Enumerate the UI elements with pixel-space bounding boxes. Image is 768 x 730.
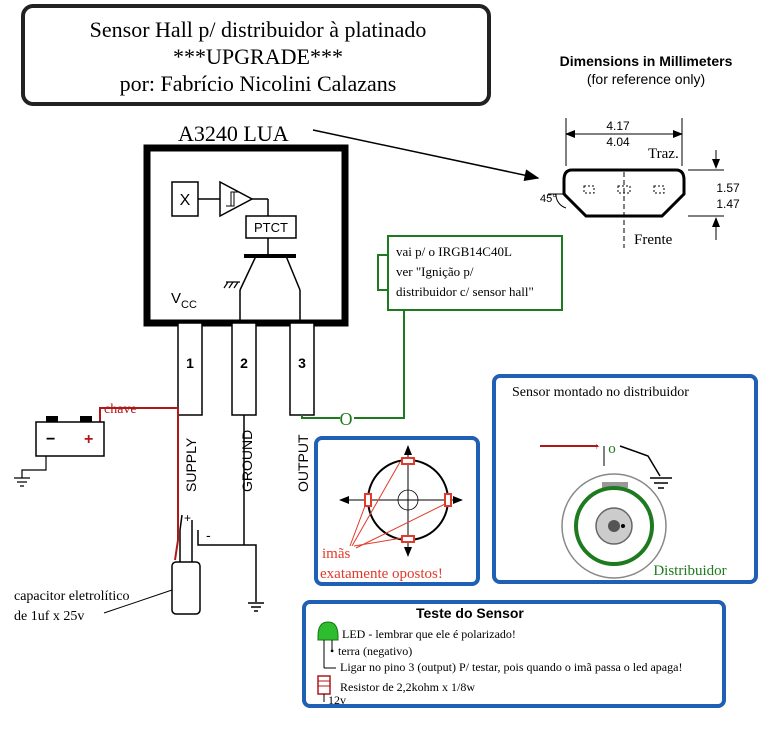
test-led-note: LED - lembrar que ele é polarizado! [342,627,516,641]
width-min: 4.04 [606,135,630,149]
ground-icon [248,602,264,612]
led-icon [317,621,339,668]
output-wire [301,415,340,419]
vcc-label: VCC [171,290,197,311]
resistor-icon [317,675,331,695]
ptct-label: PTCT [254,220,288,235]
capacitor-label-1: capacitor eletrolítico [14,589,129,604]
ground-wire [197,415,257,602]
sensor-test-box: Teste do Sensor LED - lembrar que ele é … [302,600,726,708]
battery-icon: − + [14,416,105,487]
mounted-sensor-box: Sensor montado no distribuidor + o Distr… [492,374,758,584]
title-box: Sensor Hall p/ distribuidor à platinado … [21,4,491,106]
pin-2-number: 2 [240,355,248,371]
test-supply-note: 12v [328,693,346,707]
mounted-title: Sensor montado no distribuidor [512,385,689,400]
test-title: Teste do Sensor [416,605,524,621]
svg-text:+: + [84,431,93,448]
igbt-note-line-1: vai p/ o IRGB14C40L [396,244,512,259]
height-min: 1.47 [716,197,740,211]
pin-2-name: GROUND [239,430,255,492]
test-resistor-note: Resistor de 2,2kohm x 1/8w [340,680,475,694]
svg-text:+: + [594,442,600,453]
capacitor-pointer [103,589,173,614]
magnet-right [444,493,452,507]
dimensions-title: Dimensions in Millimeters [560,53,733,69]
hall-element-label: X [180,192,191,209]
test-ground-note: terra (negativo) [338,644,412,658]
test-pin-note: Ligar no pino 3 (output) P/ testar, pois… [340,660,682,674]
svg-text:-: - [206,527,211,543]
svg-text:+: + [184,511,191,525]
svg-text:−: − [46,431,55,448]
magnets-label-1: imãs [322,546,350,562]
mounted-sensor [602,482,628,488]
capacitor-icon: + - [171,511,211,615]
magnet-top [401,457,415,465]
igbt-note-line-2: ver "Ignição p/ [396,264,474,279]
magnet-bottom [401,535,415,543]
dimensions-drawing: Dimensions in Millimeters (for reference… [540,53,740,248]
switch-label: chave [104,402,137,417]
igbt-note-box: vai p/ o IRGB14C40L ver "Ignição p/ dist… [387,235,563,311]
angle-label: 45° [540,193,557,205]
internal-ground-icon [223,281,240,289]
svg-text:•: • [330,644,334,658]
hall-sensor-chip: X PTCT VCC [143,144,349,327]
chip-pins: 1 2 3 [177,322,315,416]
chip-part-label: A3240 LUA [178,121,289,146]
width-max: 4.17 [606,119,630,133]
part-pointer-arrow [312,129,540,182]
height-max: 1.57 [716,181,740,195]
schmitt-trigger-symbol [219,180,254,218]
pin-3-name: OUTPUT [295,434,311,492]
mounted-connector: o [608,441,616,457]
igbt-note-line-3: distribuidor c/ sensor hall" [396,284,534,299]
capacitor-label-2: de 1uf x 25v [14,609,84,624]
title-line-2: ***UPGRADE*** [173,44,343,69]
front-label: Frente [634,232,673,248]
pin-2 [231,322,257,416]
pin-3-number: 3 [298,355,306,371]
back-label: Traz. [648,146,679,162]
pin-1-number: 1 [186,355,194,371]
title-line-3: por: Fabrício Nicolini Calazans [120,71,397,96]
pin-1 [177,322,203,416]
ptct-block [245,215,297,239]
pin-1-name: SUPPLY [183,437,199,492]
hall-element-block [171,181,199,217]
distributor-label: Distribuidor [653,563,726,579]
title-line-1: Sensor Hall p/ distribuidor à platinado [90,17,427,42]
supply-wire [99,407,179,561]
distributor-rotor [574,486,654,566]
magnets-label-2: exatamente opostos! [320,566,443,582]
pin-3 [289,322,315,416]
output-connector: O [340,409,353,429]
dimensions-subtitle: (for reference only) [587,71,705,87]
magnets-box: imãs exatamente opostos! [314,436,480,586]
magnet-left [364,493,372,507]
